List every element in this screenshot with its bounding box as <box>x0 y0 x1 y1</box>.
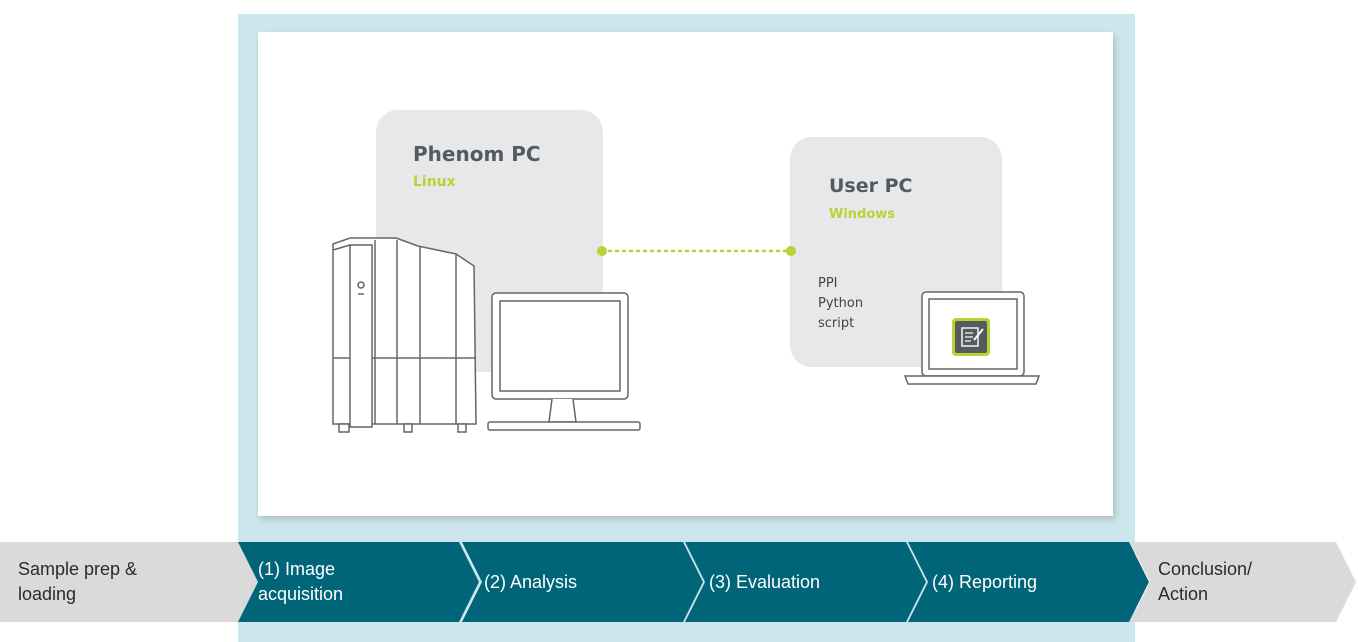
user-pc-python-label: Python <box>818 296 864 311</box>
step-label-line1: (1) Image <box>258 559 336 579</box>
script-icon <box>952 318 990 356</box>
step-label-line1: (3) Evaluation <box>709 571 821 592</box>
connection-line <box>597 246 796 256</box>
user-pc-os: Windows <box>829 207 896 222</box>
step-label-line1: (4) Reporting <box>932 571 1038 592</box>
step-label-line1: (2) Analysis <box>484 571 578 592</box>
monitor-icon <box>487 292 641 431</box>
step-evaluation: (3) Evaluation <box>685 542 926 622</box>
phenom-pc-os: Linux <box>413 174 456 190</box>
user-pc-title: User PC <box>829 175 913 197</box>
user-pc-ppi-label: PPI <box>818 276 838 291</box>
microscope-icon <box>332 237 477 433</box>
step-reporting: (4) Reporting <box>908 542 1149 622</box>
step-label-line2: Action <box>1158 584 1209 604</box>
step-label-line2: loading <box>18 584 77 604</box>
step-label-line2: acquisition <box>258 584 344 604</box>
step-label-line1: Sample prep & <box>18 559 138 579</box>
phenom-pc-title: Phenom PC <box>413 142 541 166</box>
step-conclusion: Conclusion/Action <box>1130 542 1356 622</box>
step-analysis: (2) Analysis <box>462 542 703 622</box>
laptop-icon <box>903 291 1041 385</box>
step-image-acquisition: (1) Image acquisition <box>238 542 479 622</box>
step-label-line1: Conclusion/ <box>1158 559 1253 579</box>
step-sample-prep: Sample prep & loading <box>0 542 258 622</box>
user-pc-script-label: script <box>818 316 855 331</box>
